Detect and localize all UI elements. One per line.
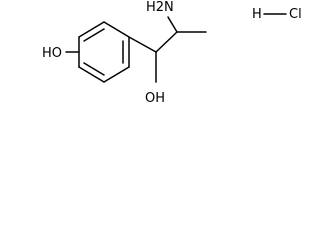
amine-bond: [167, 16, 178, 33]
structure-canvas: HO H2N OH H Cl: [0, 0, 308, 121]
ring-double-bond-3: [83, 62, 105, 76]
hcl-cl-label: Cl: [289, 7, 302, 22]
chemical-structure: HO H2N OH H Cl: [42, 0, 302, 106]
amine-label: H2N: [146, 0, 174, 15]
benzylic-bond: [128, 36, 157, 53]
hcl-h-label: H: [252, 7, 262, 22]
ring-bond-1: [78, 21, 105, 38]
ring-bond-5: [78, 66, 105, 83]
ring-double-bond-1: [83, 28, 105, 42]
alcohol-oh-label: OH: [145, 91, 165, 106]
ring-bond-2: [103, 21, 130, 38]
phenol-oh-label: HO: [42, 46, 62, 61]
alpha-carbon-bond: [155, 31, 178, 53]
ring-bond-4: [103, 66, 130, 83]
benzene-ring: [78, 21, 130, 83]
